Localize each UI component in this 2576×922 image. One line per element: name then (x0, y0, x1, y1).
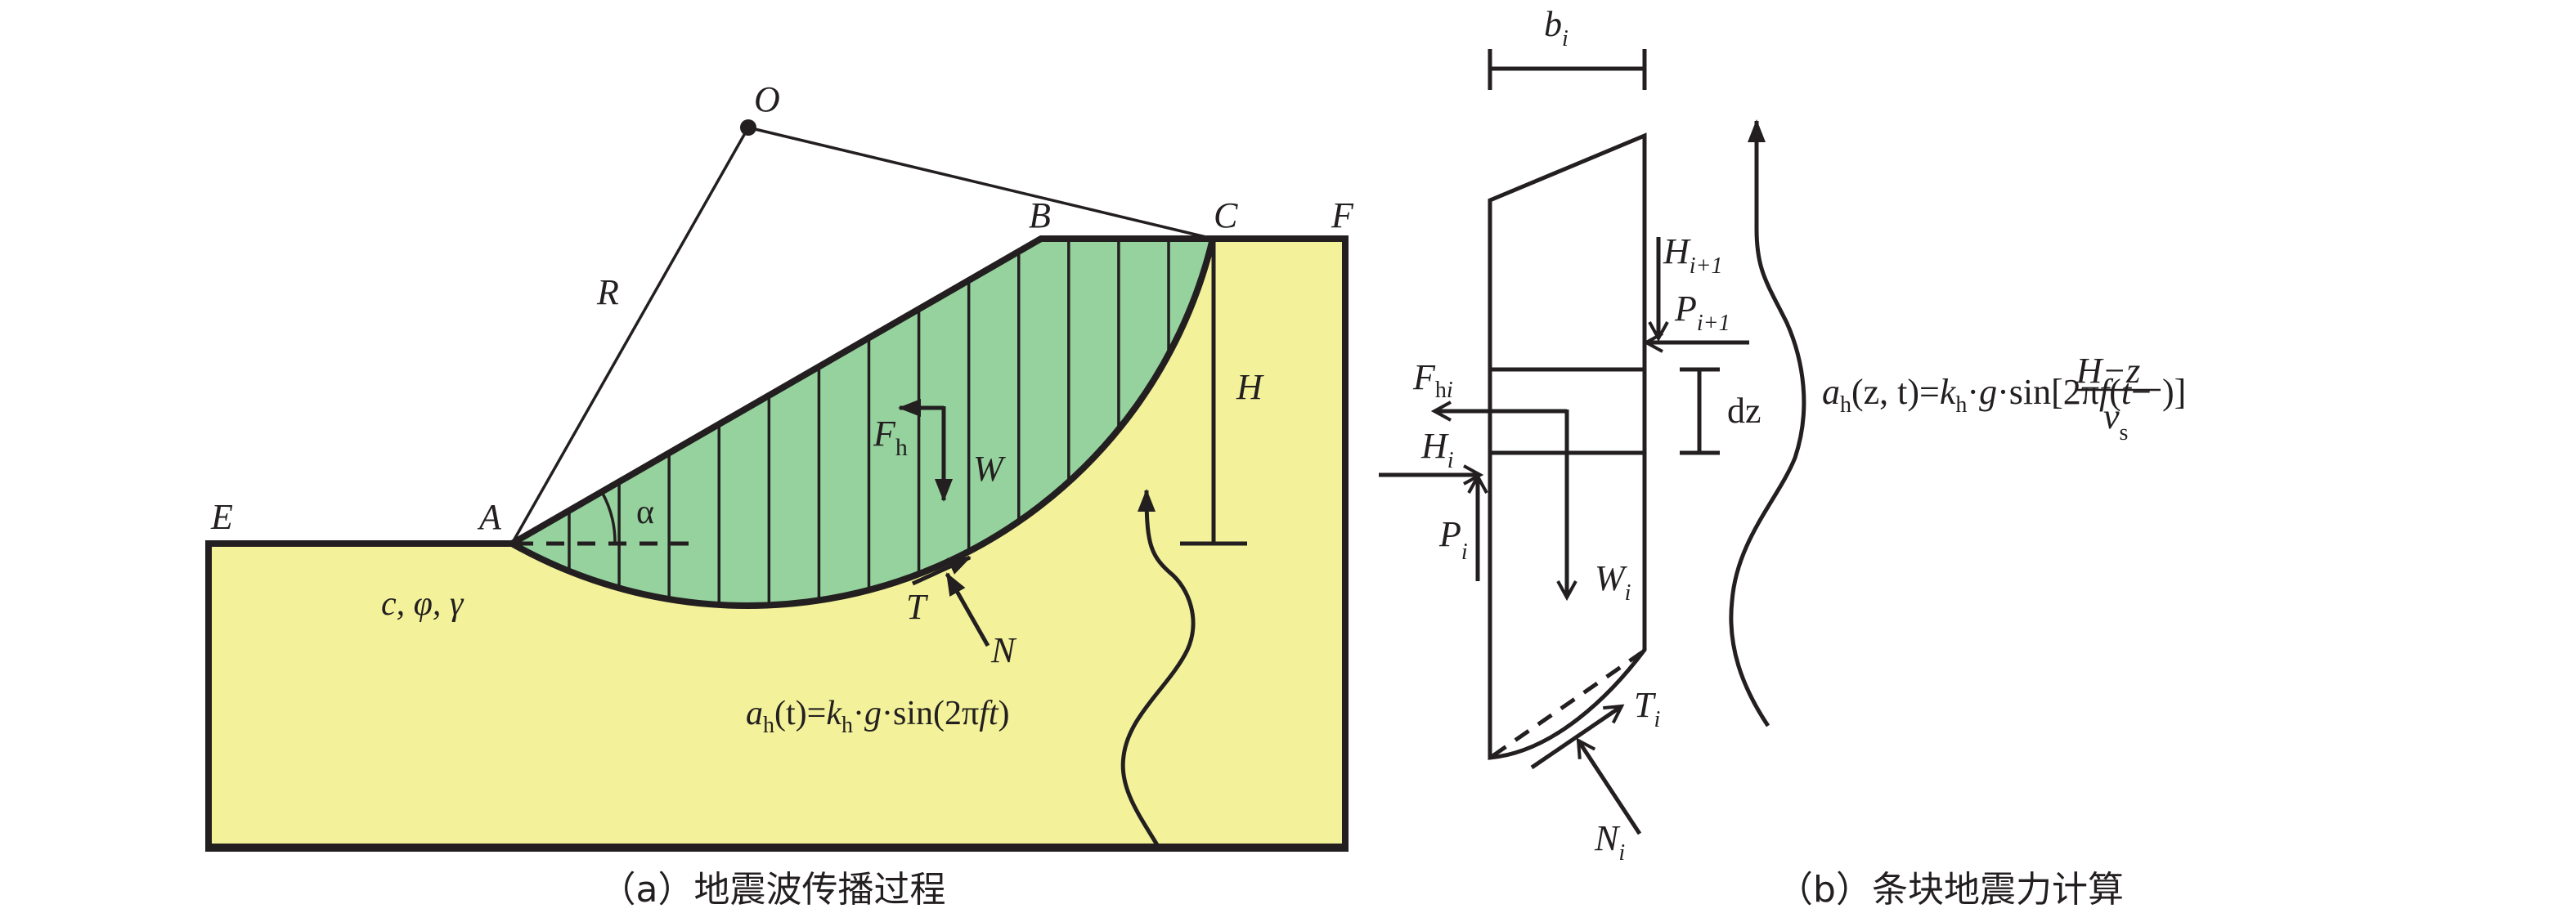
formula-close: )] (2162, 372, 2186, 412)
caption-b: （b）条块地震力计算 (1777, 869, 2124, 911)
label-hi-next: Hi+1 (1663, 231, 1722, 279)
label-fhi: Fhi (1412, 357, 1453, 403)
radius-line-oc (747, 126, 1214, 240)
label-alpha: α (636, 494, 654, 531)
label-wi: Wi (1595, 558, 1631, 606)
panel-b: bi dz Hi+1 Pi+1 Fhi Hi (1379, 4, 2186, 911)
slice-lines (568, 239, 1170, 606)
label-dz: dz (1727, 391, 1761, 431)
seismic-wave-arrow (1120, 489, 1196, 849)
label-r: R (596, 272, 619, 312)
formula-denominator: vs (2103, 396, 2128, 445)
label-hi: Hi (1420, 426, 1454, 473)
label-e: E (210, 497, 233, 537)
seismic-wave-arrow-b (1729, 119, 1806, 727)
label-a: A (477, 497, 502, 537)
label-h: H (1236, 367, 1264, 407)
ni-arrow (1578, 741, 1642, 835)
label-fh: Fh (873, 414, 908, 461)
t-arrow (911, 555, 972, 586)
slope-surface (510, 235, 1349, 848)
label-pi: Pi (1438, 514, 1468, 565)
formula-surface-acceleration: ah(t)=kh·g·sin(2πft) (746, 695, 1010, 738)
ground-surface-left (205, 540, 512, 848)
panel-a: O R B C F E A α H Fh W T N c, φ, γ ah(t)… (205, 79, 1354, 911)
label-c: C (1214, 195, 1238, 235)
label-bi: bi (1544, 4, 1568, 51)
label-n: N (990, 630, 1017, 670)
label-o: O (754, 79, 780, 119)
svg-text:ah(z, t)=kh·g·sin[2πf(t−: ah(z, t)=kh·g·sin[2πf(t− (1822, 372, 2152, 418)
caption-a: （a）地震波传播过程 (600, 869, 946, 911)
label-ni: Ni (1594, 818, 1625, 866)
alpha-angle-arc (600, 491, 617, 544)
slice-base-chord (1491, 650, 1644, 759)
ti-arrow (1530, 706, 1622, 770)
center-point-o (740, 119, 756, 136)
label-t: T (906, 587, 929, 627)
label-w: W (973, 449, 1006, 489)
n-arrow (945, 572, 990, 647)
formula-numerator: H−z (2076, 351, 2141, 391)
label-b: B (1029, 195, 1051, 235)
radius-line-oa (510, 127, 750, 544)
label-pi-next: Pi+1 (1674, 289, 1730, 336)
formula-depth-acceleration: ah(z, t)=kh·g·sin[2πf(t− H−z vs )] (1822, 351, 2186, 445)
sliding-mass (512, 239, 1213, 606)
label-ti: Ti (1634, 685, 1660, 732)
label-f: F (1331, 195, 1354, 235)
slip-surface-arc (510, 238, 1216, 610)
soil-parameters: c, φ, γ (381, 585, 464, 623)
